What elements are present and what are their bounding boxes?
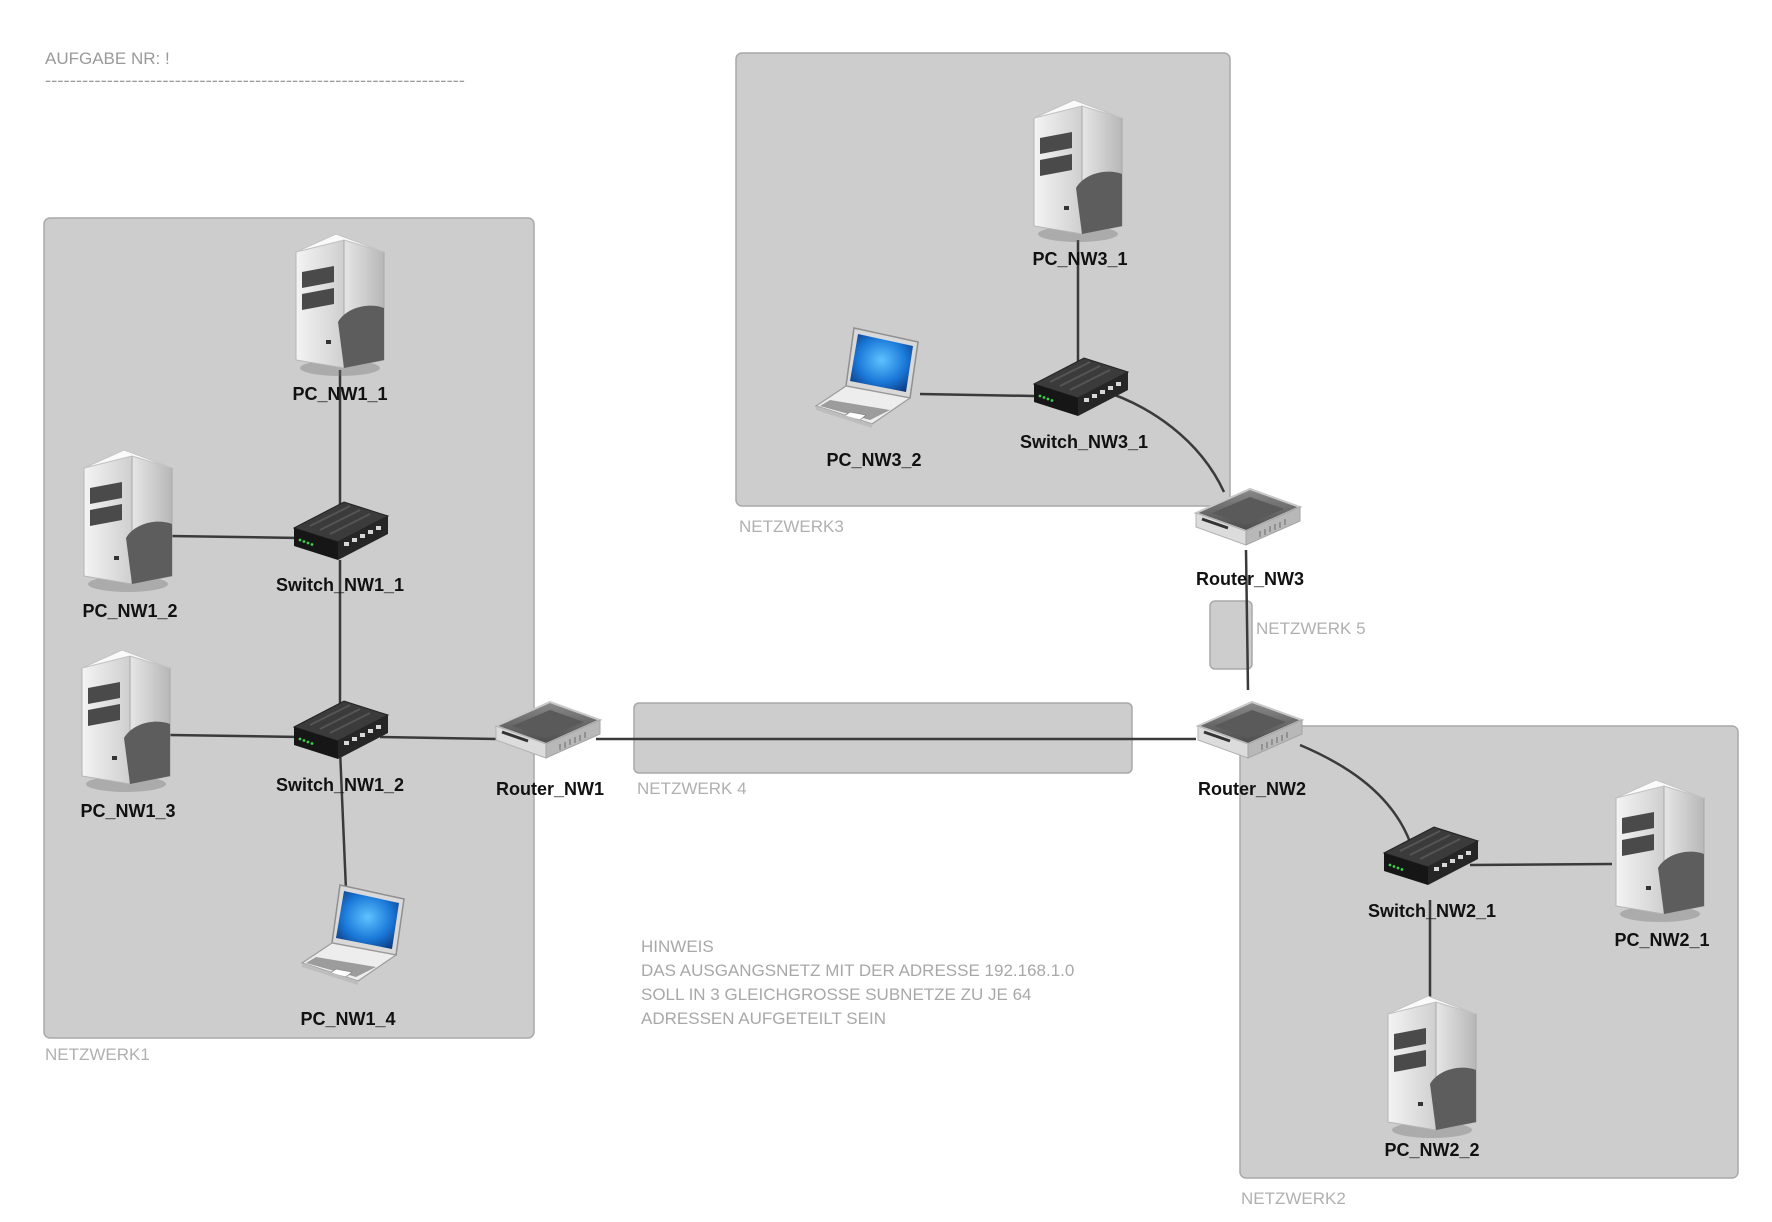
link-switch-nw1-2-pc-nw1-4 [338,749,348,891]
router-nw2-label: Router_NW2 [1198,779,1306,799]
network1-label: NETZWERK1 [45,1045,150,1064]
task-title: AUFGABE NR: ! [45,49,170,68]
pc-nw2-1-label: PC_NW2_1 [1614,930,1709,950]
router-nw3[interactable]: Router_NW3 [1194,487,1304,589]
link-switch-nw1-2-router-nw1 [379,735,497,741]
network2-label: NETZWERK2 [1241,1189,1346,1208]
pc-nw1-3[interactable]: PC_NW1_3 [80,649,176,821]
pc-nw2-2-label: PC_NW2_2 [1384,1140,1479,1160]
server-tower-icon [1615,779,1705,923]
link-pc-nw3-2-switch-nw3-1 [919,392,1035,398]
task-underline: ----------------------------------------… [45,71,465,90]
network5-group [1209,600,1253,670]
note-block: HINWEIS DAS AUSGANGSNETZ MIT DER ADRESSE… [641,937,1074,1028]
switch-nw2-1-label: Switch_NW2_1 [1368,901,1496,921]
note-line-1: DAS AUSGANGSNETZ MIT DER ADRESSE 192.168… [641,961,1074,980]
server-tower-icon [1387,995,1477,1139]
server-tower-icon [295,233,385,377]
switch-nw1-2-label: Switch_NW1_2 [276,775,404,795]
switch-nw3-1-label: Switch_NW3_1 [1020,432,1148,452]
network4-label: NETZWERK 4 [637,779,747,798]
server-tower-icon [1033,99,1123,243]
switch-nw2-1[interactable]: Switch_NW2_1 [1368,826,1496,921]
link-switch-nw2-1-pc-nw2-1 [1469,862,1613,867]
pc-nw3-2-label: PC_NW3_2 [826,450,921,470]
pc-nw1-2[interactable]: PC_NW1_2 [82,449,178,621]
network1-group [43,217,535,1039]
link-pc-nw1-3-switch-nw1-2 [169,733,301,739]
server-tower-icon [83,449,173,593]
router-nw2[interactable]: Router_NW2 [1196,700,1306,799]
switch-nw1-1[interactable]: Switch_NW1_1 [276,501,404,595]
switch-nw1-2[interactable]: Switch_NW1_2 [276,700,404,795]
switch-nw3-1[interactable]: Switch_NW3_1 [1020,357,1148,452]
network5-label: NETZWERK 5 [1256,619,1366,638]
pc-nw3-2[interactable]: PC_NW3_2 [815,327,922,470]
link-router-nw2-switch-nw2-1 [1299,743,1412,843]
pc-nw3-1[interactable]: PC_NW3_1 [1032,99,1128,269]
pc-nw2-1[interactable]: PC_NW2_1 [1614,779,1710,950]
pc-nw1-1[interactable]: PC_NW1_1 [292,233,388,404]
pc-nw1-1-label: PC_NW1_1 [292,384,387,404]
pc-nw3-1-label: PC_NW3_1 [1032,249,1127,269]
pc-nw2-2[interactable]: PC_NW2_2 [1384,995,1480,1160]
router-nw1-label: Router_NW1 [496,779,604,799]
network2-group [1239,725,1739,1179]
note-line-2: SOLL IN 3 GLEICHGROSSE SUBNETZE ZU JE 64 [641,985,1031,1004]
switch-nw1-1-label: Switch_NW1_1 [276,575,404,595]
network3-group [735,52,1231,507]
note-line-3: ADRESSEN AUFGETEILT SEIN [641,1009,886,1028]
server-tower-icon [81,649,171,793]
network-links [169,240,1613,1010]
pc-nw1-2-label: PC_NW1_2 [82,601,177,621]
note-title: HINWEIS [641,937,714,956]
network3-label: NETZWERK3 [739,517,844,536]
pc-nw1-4-label: PC_NW1_4 [300,1009,395,1029]
router-nw3-label: Router_NW3 [1196,569,1304,589]
pc-nw1-4[interactable]: PC_NW1_4 [300,884,405,1029]
link-router-nw2-router-nw3 [1244,549,1250,691]
router-nw1[interactable]: Router_NW1 [494,700,604,799]
link-router-nw3-switch-nw3-1 [1099,388,1226,493]
link-pc-nw1-2-switch-nw1-1 [169,534,301,540]
pc-nw1-3-label: PC_NW1_3 [80,801,175,821]
